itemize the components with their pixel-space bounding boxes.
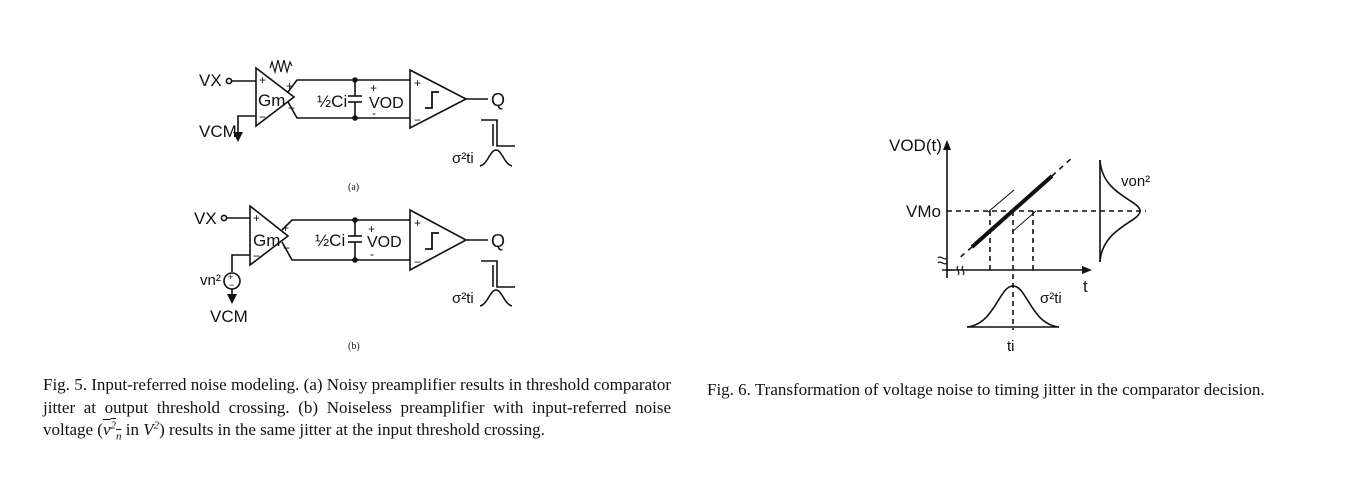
fig5a-cm-label: VCM <box>199 122 237 141</box>
svg-text:+: + <box>368 222 375 236</box>
fig5a-gm-label: Gm <box>258 91 285 110</box>
svg-text:−: − <box>414 255 421 269</box>
fig5-caption: Fig. 5. Input-referred noise modeling. (… <box>43 374 671 442</box>
svg-text:+: + <box>370 81 377 95</box>
svg-text:−: − <box>283 241 290 255</box>
fig6-ti-label: ti <box>1007 338 1015 355</box>
fig5b-circuit <box>220 204 515 307</box>
fig6-caption-prefix: Fig. 6. <box>707 380 751 399</box>
svg-text:−: − <box>253 249 260 263</box>
fig5a-out-label: Q <box>491 90 505 110</box>
fig5b-cm-label: VCM <box>210 307 248 326</box>
fig5-caption-text3: ) results in the same jitter at the inpu… <box>159 420 545 439</box>
fig5b-cap-label: ½Ci <box>315 231 345 250</box>
fig6-diagram <box>937 140 1146 330</box>
fig5b-gm-label: Gm <box>253 231 280 250</box>
fig5a-vod-label: VOD <box>369 95 404 112</box>
fig5a-input-label: VX <box>199 71 222 90</box>
fig5-caption-math1: v2n <box>102 419 122 443</box>
svg-text:+: + <box>228 272 233 282</box>
fig5b-out-label: Q <box>491 231 505 251</box>
fig5b-noise-label: vn² <box>200 272 221 289</box>
svg-text:−: − <box>288 101 295 115</box>
svg-text:+: + <box>414 216 421 230</box>
fig6-caption: Fig. 6. Transformation of voltage noise … <box>707 379 1335 402</box>
fig5a-sigma-label: σ²ti <box>452 150 474 167</box>
fig5a-circuit <box>225 59 515 167</box>
fig5b-vod-label: VOD <box>367 234 402 251</box>
fig6-y-label: VOD(t) <box>889 136 942 155</box>
fig5-caption-prefix: Fig. 5. <box>43 375 87 394</box>
svg-text:−: − <box>414 113 421 127</box>
fig6-sigma-label: σ²ti <box>1040 290 1062 307</box>
svg-text:−: − <box>259 110 266 124</box>
svg-text:-: - <box>372 106 376 120</box>
fig5b-signs: +− +− +- +− +− <box>228 211 421 290</box>
fig5b-sigma-label: σ²ti <box>452 290 474 307</box>
fig5-caption-math2: V2 <box>143 419 160 439</box>
fig6-caption-text: Transformation of voltage noise to timin… <box>754 380 1265 399</box>
fig6-t-label: t <box>1083 277 1088 296</box>
svg-text:+: + <box>253 211 260 225</box>
svg-text:+: + <box>286 79 293 93</box>
fig5-caption-text1: Input-referred noise modeling. (a) Noisy… <box>43 375 672 439</box>
svg-text:−: − <box>229 280 234 290</box>
fig5a-cap-label: ½Ci <box>317 92 347 111</box>
fig5b-sublabel: (b) <box>348 341 360 352</box>
svg-text:+: + <box>414 76 421 90</box>
svg-text:+: + <box>259 73 266 87</box>
fig5-caption-text2: in <box>121 420 144 439</box>
fig5b-input-label: VX <box>194 209 217 228</box>
fig6-von-label: von² <box>1121 173 1150 190</box>
svg-text:-: - <box>370 247 374 261</box>
svg-text:+: + <box>282 221 289 235</box>
fig6-vmo-label: VMo <box>906 202 941 221</box>
fig5a-sublabel: (a) <box>348 182 359 193</box>
fig5a-signs: + − + − + - + − <box>259 73 421 127</box>
